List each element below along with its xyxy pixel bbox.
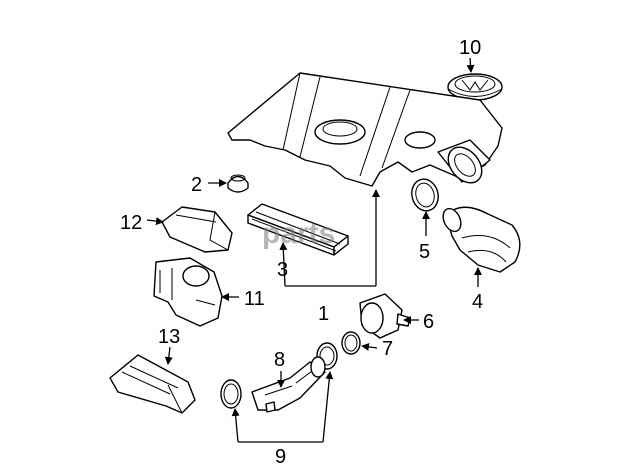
callout-1: 1 (318, 303, 329, 325)
callout-9: 9 (275, 446, 286, 468)
part-8-hose (251, 356, 326, 413)
part-4-intake-hose (442, 206, 521, 273)
callout-12: 12 (120, 212, 142, 234)
callout-3: 3 (277, 259, 288, 281)
leader-12 (146, 217, 164, 226)
callout-13: 13 (158, 326, 180, 348)
part-9-clamp-left (220, 379, 242, 409)
callout-5: 5 (419, 241, 430, 263)
leader-9-left (231, 408, 240, 443)
callout-10: 10 (459, 37, 481, 59)
part-3-air-filter (247, 203, 349, 256)
callout-7: 7 (382, 338, 393, 360)
part-11-air-box (153, 257, 223, 327)
leader-9-right (322, 371, 334, 443)
part-1-engine-cover (227, 72, 503, 187)
leader-7 (361, 342, 378, 351)
callout-2: 2 (191, 174, 202, 196)
leader-1-filter (279, 242, 288, 287)
leader-13 (164, 346, 173, 365)
callout-8: 8 (274, 349, 285, 371)
part-12-cover (161, 206, 233, 253)
part-13-duct (109, 354, 196, 414)
part-6-mass-air-flow-sensor (359, 293, 411, 339)
leader-10 (466, 57, 475, 73)
part-7-o-ring (341, 331, 361, 355)
part-2-grommet (227, 174, 249, 193)
part-5-clamp (411, 178, 439, 212)
callout-6: 6 (423, 311, 434, 333)
watermark-text: parts (262, 217, 335, 250)
callout-11: 11 (244, 288, 265, 310)
part-10-emblem-cap (447, 73, 503, 101)
callout-4: 4 (472, 291, 483, 313)
